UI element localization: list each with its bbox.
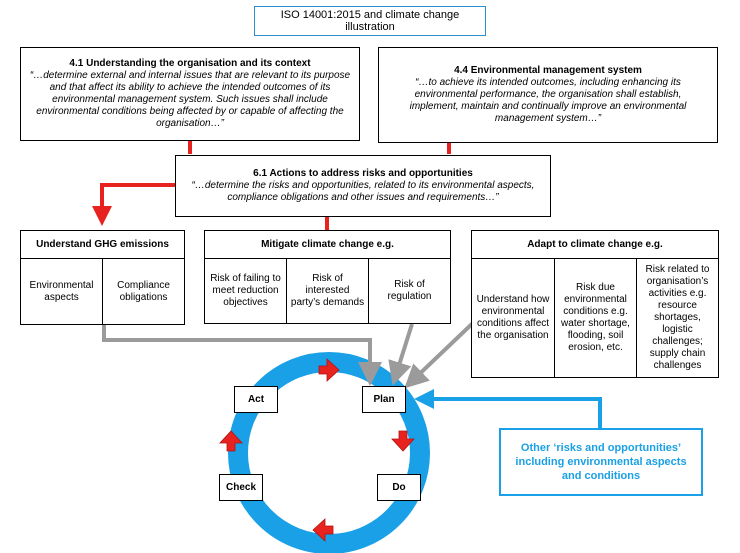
box-4-1-heading: 4.1 Understanding the organisation and i…	[69, 58, 311, 69]
box-6-1-heading: 6.1 Actions to address risks and opportu…	[253, 168, 473, 179]
other-risks-box: Other ‘risks and opportunities’ includin…	[499, 428, 703, 496]
cycle-check: Check	[219, 474, 263, 501]
gray-connectors	[102, 320, 476, 389]
other-risks-text: Other ‘risks and opportunities’ includin…	[515, 442, 687, 482]
gray-arrow-ghg-to-plan	[102, 325, 382, 386]
red-connectors	[100, 140, 451, 230]
ghg-heading: Understand GHG emissions	[21, 231, 184, 259]
cycle-plan: Plan	[362, 386, 406, 413]
cycle-do: Do	[377, 474, 421, 501]
cycle-arrow-bottom	[312, 518, 334, 542]
mitigate-cell-interested-party: Risk of interested party’s demands	[287, 259, 369, 323]
mitigate-table: Mitigate climate change e.g. Risk of fai…	[204, 230, 451, 324]
mitigate-cell-regulation: Risk of regulation	[387, 279, 432, 302]
ghg-table: Understand GHG emissions Environmental a…	[20, 230, 185, 325]
cycle-arrow-top	[318, 358, 340, 382]
ghg-cell-compliance-obligations: Compliance obligations	[117, 279, 170, 303]
mitigate-heading: Mitigate climate change e.g.	[205, 231, 450, 259]
mitigate-cell-reduction-objectives: Risk of failing to meet reduction object…	[205, 259, 287, 323]
box-6-1-risks-opportunities: 6.1 Actions to address risks and opportu…	[175, 155, 551, 217]
diagram-title: ISO 14001:2015 and climate change illust…	[254, 6, 486, 36]
box-6-1-quote: “…determine the risks and opportunities,…	[191, 180, 535, 203]
adapt-heading: Adapt to climate change e.g.	[472, 231, 718, 259]
gray-arrow-mitigate-to-plan	[388, 323, 414, 386]
box-4-1-understanding-context: 4.1 Understanding the organisation and i…	[20, 47, 360, 141]
cycle-arrow-left	[219, 430, 243, 452]
ghg-cell-environmental-aspects: Environmental aspects	[21, 259, 103, 324]
adapt-table: Adapt to climate change e.g. Understand …	[471, 230, 719, 378]
cycle-act: Act	[234, 386, 278, 413]
gray-arrow-adapt-to-plan	[404, 320, 476, 389]
adapt-cell-activities-risk: Risk related to organisation’s activitie…	[645, 264, 710, 371]
box-4-4-quote: “…to achieve its intended outcomes, incl…	[409, 77, 687, 124]
red-arrowhead-ghg	[92, 206, 112, 226]
box-4-4-heading: 4.4 Environmental management system	[454, 65, 642, 76]
adapt-cell-environmental-risk: Risk due environmental conditions e.g. w…	[555, 259, 637, 377]
box-4-4-ems: 4.4 Environmental management system “…to…	[378, 47, 718, 143]
cycle-arrow-right	[391, 430, 415, 452]
connector-61-to-ghg	[100, 183, 175, 206]
diagram-title-text: ISO 14001:2015 and climate change illust…	[280, 9, 460, 33]
adapt-cell-understand-conditions: Understand how environmental conditions …	[472, 259, 555, 377]
box-4-1-quote: “…determine external and internal issues…	[29, 70, 351, 129]
blue-arrow-other-to-plan	[414, 389, 602, 428]
